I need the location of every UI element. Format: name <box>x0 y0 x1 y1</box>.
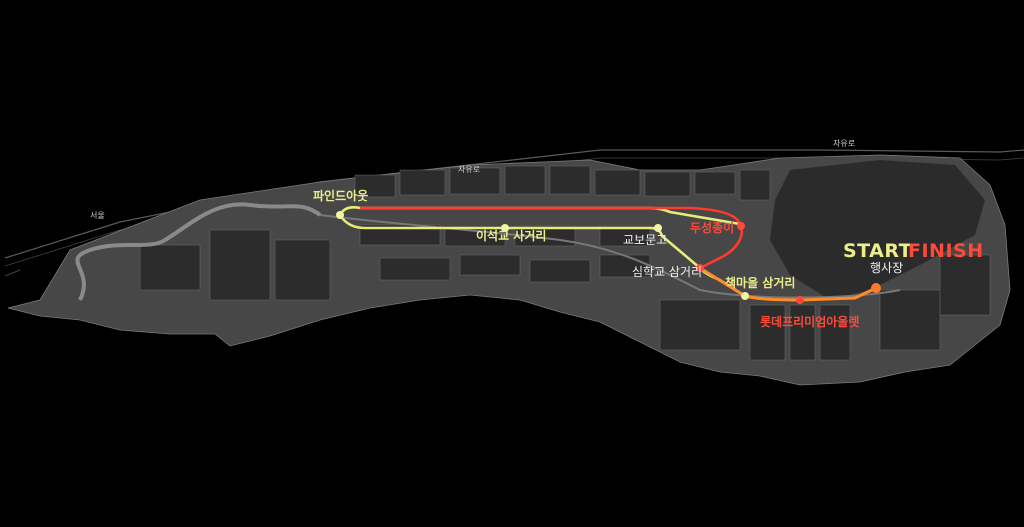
node-findout <box>336 211 344 219</box>
road-label-jayuro-1: 자유로 <box>458 165 481 174</box>
highway-edge <box>4 269 21 277</box>
label-dusung: 두성종이 <box>690 221 735 235</box>
label-simhak: 심학교 삼거리 <box>632 265 703 279</box>
highway-jayuro-inner <box>4 157 1024 267</box>
label-iseokgyo: 이석교 사거리 <box>476 229 547 243</box>
start-label: START <box>843 240 913 262</box>
road-winding <box>75 202 322 301</box>
node-iseokgyo <box>501 224 509 232</box>
label-kyobo: 교보문고 <box>623 233 668 247</box>
label-findout: 파인드아웃 <box>313 189 369 203</box>
road-label-seoul: 서울 <box>90 211 105 220</box>
node-chaekmaeul <box>741 292 749 300</box>
label-event: 행사장 <box>870 261 904 275</box>
node-dusung <box>737 222 745 230</box>
finish-label: FINISH <box>908 240 984 262</box>
label-lotte: 롯데프리미엄아울렛 <box>760 315 860 329</box>
road-label-jayuro-2: 자유로 <box>833 139 856 148</box>
node-event <box>871 283 881 293</box>
node-kyobo <box>654 224 662 232</box>
highway-jayuro <box>4 149 1024 259</box>
node-lotte <box>796 296 804 304</box>
node-simhak <box>696 264 704 272</box>
event-field <box>770 160 985 300</box>
label-chaekmaeul: 책마을 삼거리 <box>725 276 796 290</box>
city-blocks <box>139 165 991 361</box>
